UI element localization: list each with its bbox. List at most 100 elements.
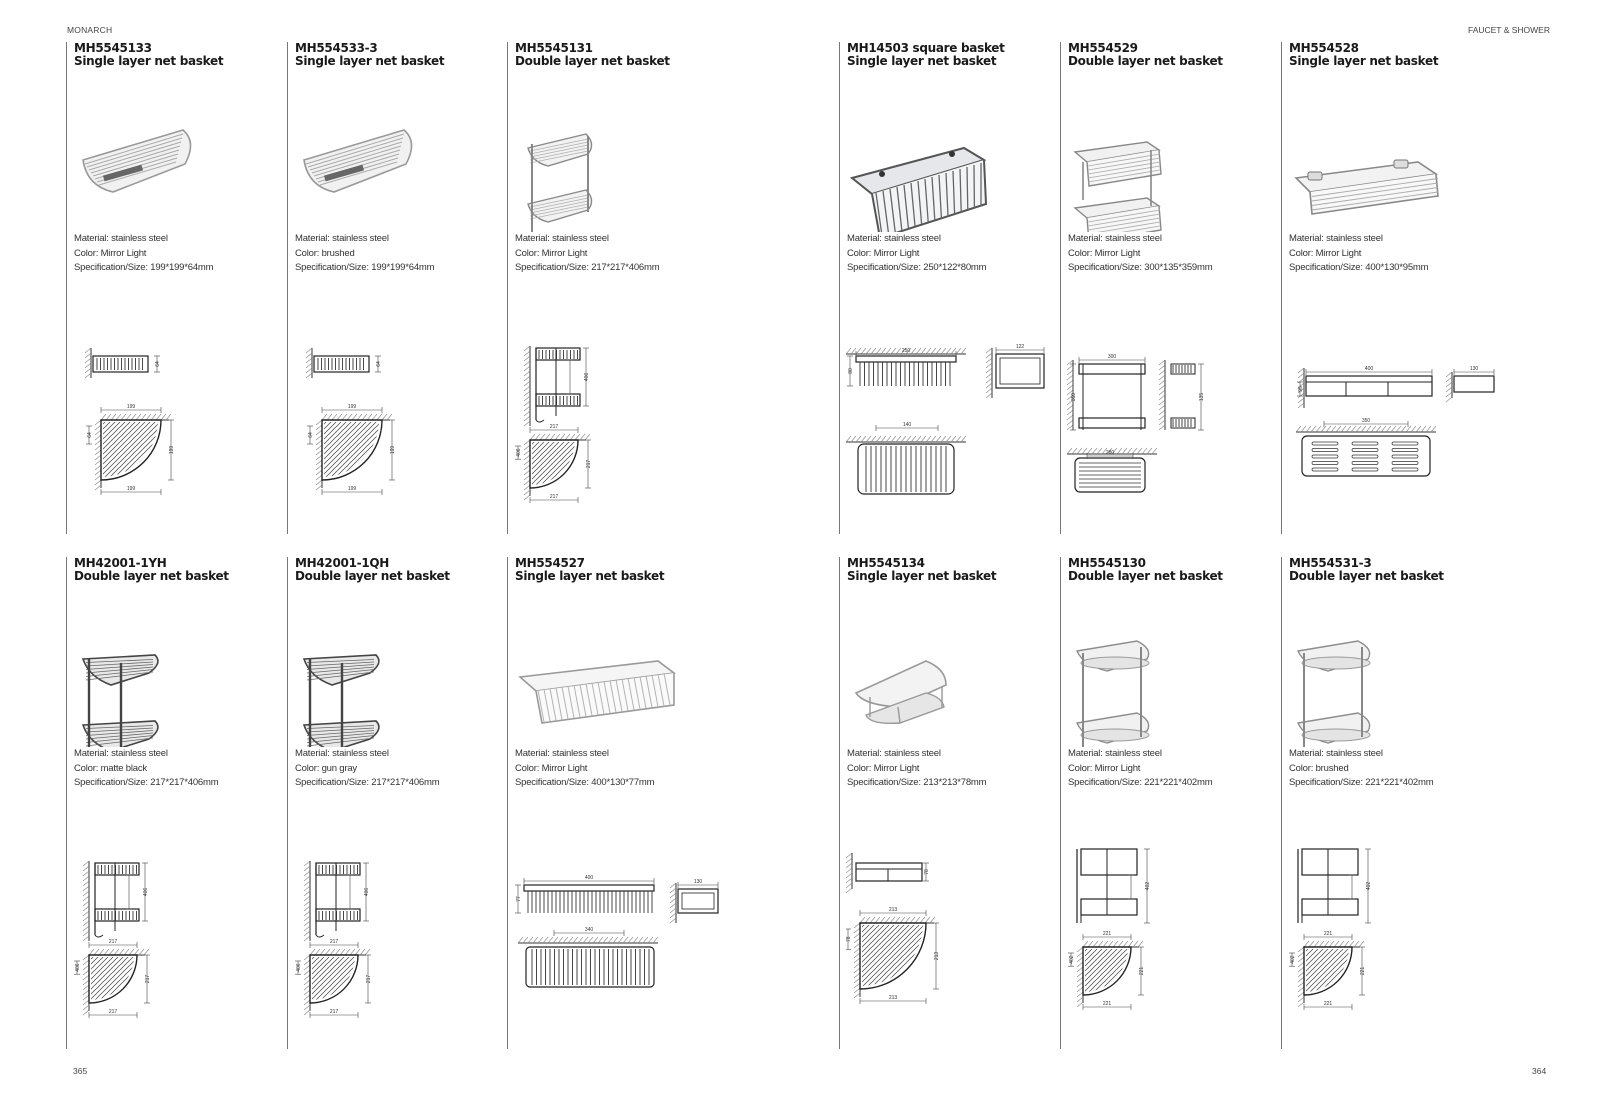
spec-size: Specification/Size: 213*213*78mm bbox=[847, 776, 987, 791]
spec-size-label: Specification/Size: bbox=[847, 262, 924, 273]
product-card-mh554528: MH554528 Single layer net basket Materia… bbox=[1281, 42, 1497, 534]
product-name: Double layer net basket bbox=[1289, 569, 1444, 583]
svg-text:406: 406 bbox=[584, 373, 590, 382]
product-photo-corner-double-dark bbox=[294, 597, 484, 755]
svg-text:130: 130 bbox=[1470, 366, 1479, 372]
svg-text:217: 217 bbox=[550, 424, 559, 430]
product-specs: Material: stainless steel Color: gun gra… bbox=[295, 747, 440, 791]
svg-text:350: 350 bbox=[1362, 418, 1371, 424]
svg-text:217: 217 bbox=[330, 1009, 339, 1015]
svg-text:64: 64 bbox=[87, 432, 93, 438]
svg-text:213: 213 bbox=[889, 995, 898, 1001]
spec-color: Color: Mirror Light bbox=[515, 762, 654, 777]
technical-drawing-graphic: 64 199 199 199 64 bbox=[84, 347, 175, 495]
svg-text:64: 64 bbox=[155, 361, 161, 367]
spec-size-label: Specification/Size: bbox=[515, 777, 592, 788]
spec-size-label: Specification/Size: bbox=[74, 777, 151, 788]
svg-text:135: 135 bbox=[1199, 393, 1205, 402]
svg-text:217: 217 bbox=[550, 494, 559, 500]
product-card-mh14503: MH14503 square basket Single layer net b… bbox=[839, 42, 1055, 534]
product-specs: Material: stainless steel Color: brushed… bbox=[295, 232, 435, 276]
product-specs: Material: stainless steel Color: Mirror … bbox=[515, 232, 660, 276]
svg-text:199: 199 bbox=[127, 404, 136, 410]
technical-drawing-rect-double: 300 359 135 280 bbox=[1066, 298, 1277, 508]
svg-text:217: 217 bbox=[330, 939, 339, 945]
spec-material: Material: stainless steel bbox=[515, 232, 659, 247]
product-name: Double layer net basket bbox=[1068, 54, 1223, 68]
svg-text:199: 199 bbox=[348, 486, 357, 492]
svg-text:406: 406 bbox=[516, 448, 522, 457]
spec-size-value: 221*221*402mm bbox=[1365, 777, 1434, 788]
technical-drawing-long-basket: 400 77 130 340 bbox=[514, 813, 724, 1023]
spec-material-label: Material: bbox=[515, 233, 553, 244]
product-code: MH554527 bbox=[515, 556, 585, 570]
product-photo-rect-single bbox=[846, 82, 1036, 240]
product-photo-graphic bbox=[81, 654, 159, 755]
spec-material-label: Material: bbox=[1289, 233, 1327, 244]
spec-size: Specification/Size: 217*217*406mm bbox=[295, 776, 440, 791]
spec-material-value: stainless steel bbox=[332, 233, 389, 244]
spec-material-value: stainless steel bbox=[111, 233, 168, 244]
spec-color: Color: Mirror Light bbox=[1289, 247, 1428, 262]
spec-material-label: Material: bbox=[74, 748, 112, 759]
technical-drawing-corner-double-plate: 402 221 221 221 402 bbox=[1067, 813, 1277, 1023]
product-name: Single layer net basket bbox=[295, 54, 445, 68]
technical-drawing-graphic: 406 217 217 217 406 bbox=[74, 860, 151, 1018]
spec-size: Specification/Size: 199*199*64mm bbox=[74, 261, 214, 276]
spec-material-value: stainless steel bbox=[1326, 233, 1383, 244]
spec-size-value: 221*221*402mm bbox=[1144, 777, 1213, 788]
spec-material: Material: stainless steel bbox=[74, 232, 213, 247]
svg-text:221: 221 bbox=[1103, 931, 1112, 937]
product-photo-graphic bbox=[1297, 640, 1371, 747]
technical-drawing-graphic: 78 213 213 213 78 bbox=[845, 852, 940, 1004]
spec-color-value: Mirror Light bbox=[1094, 762, 1141, 774]
svg-text:406: 406 bbox=[75, 963, 81, 972]
svg-text:400: 400 bbox=[585, 875, 594, 881]
spec-size: Specification/Size: 217*217*406mm bbox=[74, 776, 219, 791]
product-code: MH5545133 bbox=[74, 41, 152, 55]
spec-color-value: brushed bbox=[1315, 762, 1349, 774]
spec-color: Color: Mirror Light bbox=[1068, 762, 1212, 777]
spec-material-value: stainless steel bbox=[1105, 748, 1162, 759]
spec-color: Color: Mirror Light bbox=[1068, 247, 1212, 262]
spec-size: Specification/Size: 199*199*64mm bbox=[295, 261, 435, 276]
svg-text:77: 77 bbox=[516, 896, 522, 902]
svg-text:78: 78 bbox=[846, 936, 852, 942]
product-name: Single layer net basket bbox=[847, 569, 997, 583]
spec-material: Material: stainless steel bbox=[1289, 747, 1433, 762]
spec-size: Specification/Size: 221*221*402mm bbox=[1289, 776, 1434, 791]
product-card-mh5545133: MH5545133 Single layer net basket Materi… bbox=[66, 42, 282, 534]
spec-color: Color: Mirror Light bbox=[74, 247, 213, 262]
spec-color-value: Mirror Light bbox=[100, 247, 147, 259]
product-specs: Material: stainless steel Color: Mirror … bbox=[847, 232, 987, 276]
product-photo-graphic bbox=[527, 133, 593, 232]
product-specs: Material: stainless steel Color: matte b… bbox=[74, 747, 219, 791]
svg-text:340: 340 bbox=[585, 927, 594, 933]
page-number-left: 365 bbox=[73, 1066, 88, 1076]
spec-size: Specification/Size: 400*130*77mm bbox=[515, 776, 655, 791]
product-name: Double layer net basket bbox=[515, 54, 670, 68]
spec-size: Specification/Size: 217*217*406mm bbox=[515, 261, 660, 276]
technical-drawing-graphic: 406 217 217 217 406 bbox=[515, 345, 592, 503]
product-photo-corner-single bbox=[294, 82, 484, 232]
section-label: FAUCET & SHOWER bbox=[1467, 25, 1550, 35]
product-photo-graphic bbox=[303, 129, 413, 193]
spec-material-label: Material: bbox=[515, 748, 553, 759]
product-title: MH14503 square basket Single layer net b… bbox=[847, 42, 1005, 68]
spec-material-value: stainless steel bbox=[552, 748, 609, 759]
product-specs: Material: stainless steel Color: brushed… bbox=[1289, 747, 1434, 791]
product-name: Double layer net basket bbox=[295, 569, 450, 583]
svg-text:300: 300 bbox=[1108, 354, 1117, 360]
technical-drawing-graphic: 406 217 217 217 406 bbox=[295, 860, 372, 1018]
product-title: MH5545133 Single layer net basket bbox=[74, 41, 224, 68]
product-photo-graphic bbox=[1294, 159, 1439, 215]
spec-color-label: Color: bbox=[74, 247, 101, 259]
spec-color-label: Color: bbox=[295, 247, 322, 259]
spec-size-label: Specification/Size: bbox=[295, 777, 372, 788]
svg-text:217: 217 bbox=[145, 975, 151, 984]
spec-size-value: 199*199*64mm bbox=[150, 262, 214, 273]
svg-text:400: 400 bbox=[1365, 366, 1374, 372]
product-name: Single layer net basket bbox=[515, 569, 665, 583]
svg-text:213: 213 bbox=[934, 952, 940, 961]
spec-color-value: Mirror Light bbox=[1094, 247, 1141, 259]
